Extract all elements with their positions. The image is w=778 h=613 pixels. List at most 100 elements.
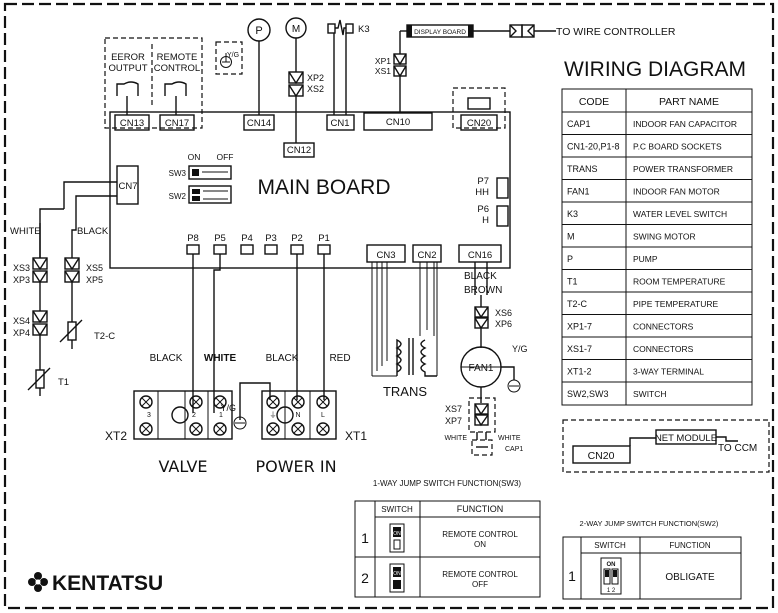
sw3-row2-num: 2	[361, 570, 369, 586]
xs5-label: XS5	[86, 263, 103, 273]
connector-cn13: CN13	[120, 118, 144, 129]
switch-sw3-label: SW3	[169, 169, 187, 178]
xp5-label: XP5	[86, 275, 103, 285]
screw-icon	[139, 395, 153, 409]
parts-row-code: XS1-7	[567, 344, 592, 354]
water-level-switch-icon	[327, 19, 354, 36]
connector-p7: P7	[477, 176, 489, 187]
xs3-xp3-connector-icon	[32, 257, 48, 284]
sw3-header-function: FUNCTION	[457, 504, 504, 514]
xs5-xp5-connector-icon	[64, 257, 80, 284]
cap-white-label-2: WHITE	[498, 435, 521, 442]
net-module-label: NET MODULE	[655, 433, 717, 444]
xs3-label: XS3	[13, 263, 30, 273]
top-components: EEROR OUTPUT REMOTE CONTROL Y/G P M XP2 …	[104, 17, 676, 143]
xs6-label: XS6	[495, 308, 512, 318]
sw3-row2-switch-icon	[389, 563, 405, 593]
xp2-xs2-connector-icon	[288, 71, 304, 98]
wire-black-label: BLACK	[77, 226, 109, 237]
sw2-switch-on: ON	[607, 562, 616, 568]
fan-ground-icon	[507, 379, 521, 393]
sw3-row1-function-1: REMOTE CONTROL	[442, 530, 518, 539]
parts-row-name: 3-WAY TERMINAL	[633, 367, 704, 377]
parts-row-name: P.C BOARD SOCKETS	[633, 142, 722, 152]
screw-icon	[316, 422, 330, 436]
screw-icon	[291, 395, 305, 409]
parts-row-code: CAP1	[567, 119, 591, 129]
screw-icon	[213, 422, 227, 436]
sw3-row1-num: 1	[361, 530, 369, 546]
connector-cn10: CN10	[386, 117, 410, 128]
parts-row-name: PUMP	[633, 254, 658, 264]
connector-p8: P8	[187, 233, 199, 244]
swing-motor-label: M	[292, 24, 300, 35]
remote-control-label-2: CONTROL	[154, 63, 200, 74]
parts-row-name: CONNECTORS	[633, 322, 694, 332]
sw2-switch-nums: 1 2	[607, 588, 616, 594]
switch-off-label: OFF	[217, 152, 234, 162]
sw3-row2-function-2: OFF	[472, 580, 488, 589]
parts-row-code: M	[567, 232, 575, 242]
sw2-header-function: FUNCTION	[669, 541, 711, 550]
display-board-label: DISPLAY BOARD	[414, 29, 466, 36]
error-output-label-2: OUTPUT	[108, 63, 147, 74]
connector-p4: P4	[241, 233, 253, 244]
xs2-label: XS2	[307, 84, 324, 94]
sw2-row1-function: OBLIGATE	[665, 572, 715, 583]
screw-icon	[189, 422, 203, 436]
power-in-label: POWER IN	[255, 457, 336, 476]
xt2-num-2: 2	[192, 412, 196, 419]
parts-row-code: XP1-7	[567, 322, 592, 332]
bottom-wiring: BLACK WHITE 3 2 1 XT2 VALVE BLACK RED Y/…	[105, 254, 528, 476]
xt1-mark-ground: ⏚	[270, 411, 277, 419]
fan-label: FAN1	[468, 363, 493, 374]
trans-label: TRANS	[383, 384, 427, 399]
sw3-header-switch: SWITCH	[381, 505, 413, 514]
label-h: H	[482, 215, 489, 226]
xs6-xp6-connector-icon	[474, 306, 489, 330]
xt1-mark-l: L	[321, 412, 325, 419]
connector-p1: P1	[318, 233, 330, 244]
connector-cn17: CN17	[165, 118, 189, 129]
diagram-title: WIRING DIAGRAM	[564, 58, 746, 81]
parts-row-code: SW2,SW3	[567, 389, 609, 399]
t1-label: T1	[58, 377, 69, 388]
parts-row-name: ROOM TEMPERATURE	[633, 277, 726, 287]
parts-header-name: PART NAME	[659, 96, 719, 108]
sw2-table-title: 2-WAY JUMP SWITCH FUNCTION(SW2)	[580, 519, 719, 528]
parts-row-code: P	[567, 254, 573, 264]
xp3-label: XP3	[13, 275, 30, 285]
screw-icon	[316, 395, 330, 409]
fan-yg-label: Y/G	[512, 344, 528, 354]
xt2-terminal-block: 3 2 1	[133, 390, 233, 440]
parts-row-code: FAN1	[567, 187, 590, 197]
wire-black-1-label: BLACK	[150, 353, 183, 364]
remote-control-connector-icon	[164, 81, 187, 96]
sw2-switch-icon	[600, 557, 622, 595]
xs4-label: XS4	[13, 316, 30, 326]
remote-control-label-1: REMOTE	[157, 52, 198, 63]
water-switch-label: K3	[358, 24, 370, 35]
xp6-label: XP6	[495, 319, 512, 329]
parts-row-name: PIPE TEMPERATURE	[633, 299, 719, 309]
xt1-ground-icon	[233, 416, 247, 430]
xs7-xp7-dashed-group	[468, 397, 496, 433]
sw3-row1-function-2: ON	[474, 540, 486, 549]
screw-icon	[266, 422, 280, 436]
t1-thermistor-icon	[27, 367, 51, 391]
parts-row-code: K3	[567, 209, 578, 219]
parts-header-code: CODE	[579, 96, 609, 108]
capacitor-icon	[471, 439, 493, 456]
xp1-xs1-connector-icon	[393, 53, 407, 78]
sw2-row1-num: 1	[568, 568, 576, 584]
xt2-num-1: 1	[219, 412, 223, 419]
parts-row-name: SWING MOTOR	[633, 232, 696, 242]
xp4-label: XP4	[13, 328, 30, 338]
parts-row-name: CONNECTORS	[633, 344, 694, 354]
error-remote-group	[104, 37, 203, 129]
screw-icon	[189, 395, 203, 409]
sw3-row2-on: ON	[393, 571, 401, 577]
wire-white-label: WHITE	[204, 353, 237, 364]
